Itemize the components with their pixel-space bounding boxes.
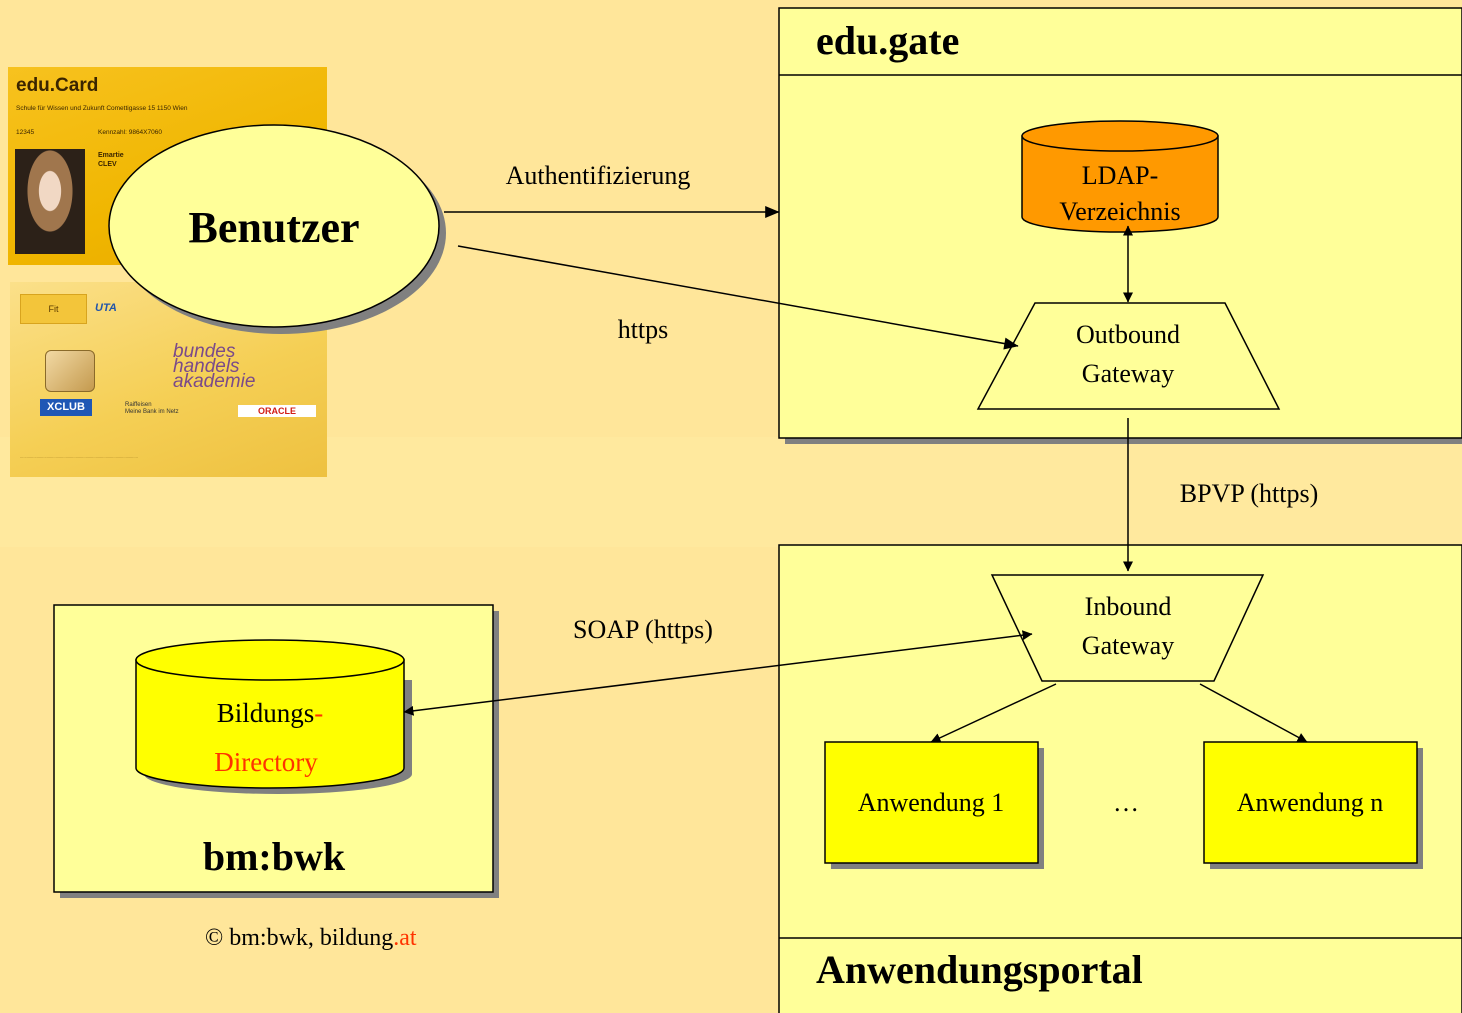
educard-name: Emartie CLEV [98, 151, 124, 169]
anwendung-1-label: Anwendung 1 [858, 788, 1005, 817]
directory-label: Directory [214, 747, 318, 777]
xclub-logo: XCLUB [40, 399, 92, 416]
https-link-label: https [618, 315, 669, 344]
educard-name-line2: CLEV [98, 161, 117, 168]
raiffeisen-line2: Meine Bank im Netz [125, 409, 179, 415]
ldap-label-line2: Verzeichnis [1059, 197, 1180, 226]
educard-kennzahl: Kennzahl: 9864X7060 [98, 129, 162, 136]
soap-link-label: SOAP (https) [573, 615, 713, 644]
portal-title: Anwendungsportal [816, 947, 1143, 992]
educard-school: Schule für Wissen und Zukunft Comettigas… [16, 105, 188, 112]
outbound-gateway: Outbound Gateway [976, 302, 1281, 410]
anwendung-n-label: Anwendung n [1237, 788, 1384, 817]
educard-name-line1: Emartie [98, 152, 124, 159]
inbound-label-line1: Inbound [1085, 592, 1172, 621]
bildungs-label: Bildungs [217, 698, 315, 728]
chip-icon [45, 350, 95, 392]
bha-line3: akademie [173, 371, 256, 392]
card-fine-print: ........................................… [20, 454, 138, 459]
https-link [457, 245, 1019, 350]
bildungs-hyphen: - [314, 698, 323, 728]
anwendung-1-box: Anwendung 1 [824, 741, 1044, 869]
svg-text:Bildungs-: Bildungs- [217, 698, 324, 728]
ldap-directory-database: LDAP- Verzeichnis [1021, 120, 1219, 233]
fit-austria-logo: Fit [20, 294, 87, 324]
auth-link-label: Authentifizierung [506, 161, 691, 190]
school-card-image: Fit UTA bundes handels akademie XCLUB Ra… [10, 282, 327, 477]
soap-link [403, 630, 1033, 716]
bundeshandelsakademie-logo: bundes handels akademie [173, 341, 256, 392]
raiffeisen-line1: Raiffeisen [125, 402, 152, 408]
ellipsis-label: … [1113, 788, 1139, 817]
outbound-label-line2: Gateway [1082, 359, 1174, 388]
edugate-title: edu.gate [816, 18, 959, 63]
bmbwk-title: bm:bwk [203, 834, 346, 879]
copyright-suffix: .at [393, 925, 417, 951]
bha-line1: bundes [173, 341, 236, 362]
bpvp-link-label: BPVP (https) [1180, 479, 1318, 508]
ldap-label-line1: LDAP- [1082, 161, 1159, 190]
inbound-gateway: Inbound Gateway [990, 574, 1265, 682]
outbound-label-line1: Outbound [1076, 320, 1180, 349]
educard-number: 12345 [16, 129, 35, 136]
inbound-to-appn-link [1199, 683, 1308, 743]
educard-image: edu.Card Schule für Wissen und Zukunft C… [8, 67, 327, 265]
copyright-text: © bm:bwk, bildung.at [205, 925, 417, 951]
educard-title: edu.Card [16, 75, 99, 96]
oracle-logo: ORACLE [238, 405, 316, 417]
anwendung-n-box: Anwendung n [1203, 741, 1423, 869]
educard-photo [15, 149, 85, 254]
copyright-prefix: © bm:bwk, bildung [205, 925, 393, 951]
bha-line2: handels [173, 356, 240, 377]
inbound-label-line2: Gateway [1082, 631, 1174, 660]
uta-logo: UTA [95, 302, 117, 314]
bildungs-directory-database: Bildungs- Directory [135, 639, 412, 794]
raiffeisen-logo: Raiffeisen Meine Bank im Netz [125, 402, 179, 416]
